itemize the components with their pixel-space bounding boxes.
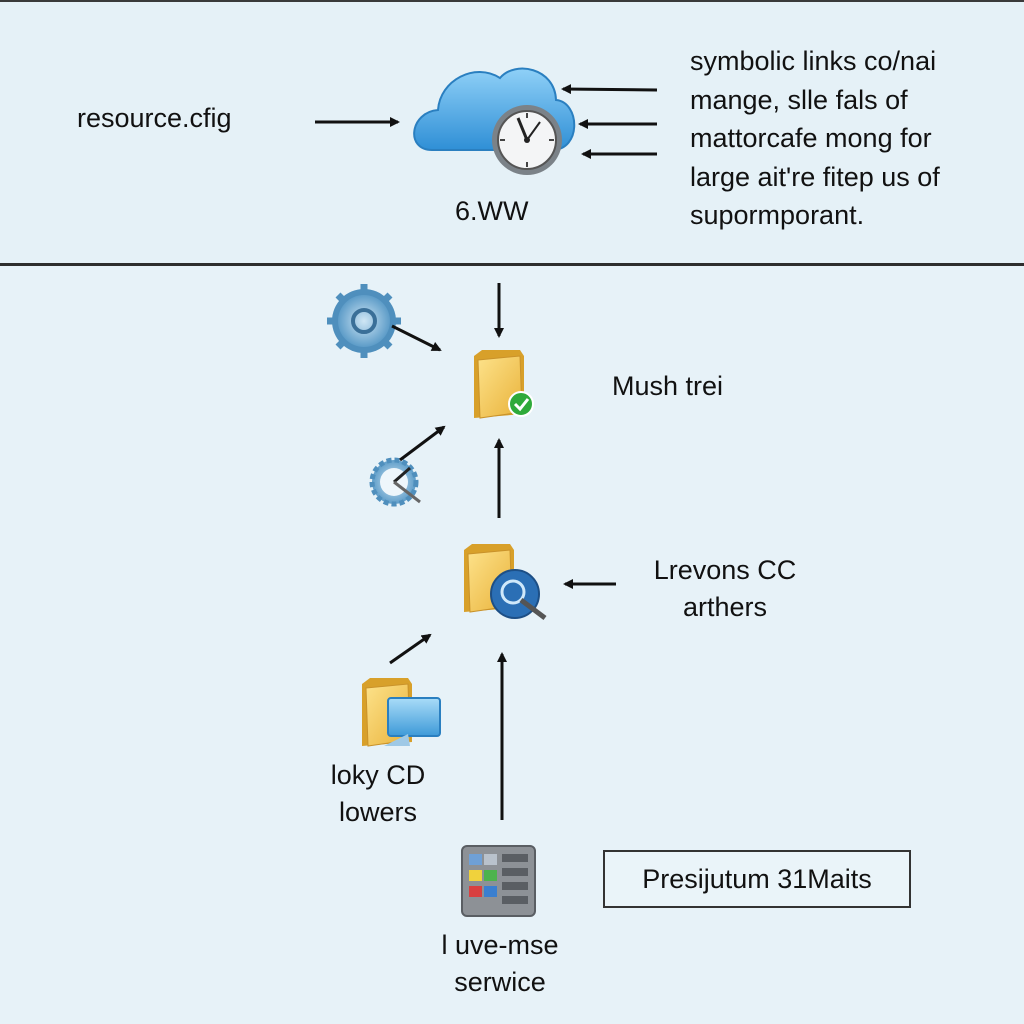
top-note: symbolic links co/nai mange, slle fals o… bbox=[690, 42, 940, 235]
folder-monitor-label-line: lowers bbox=[338, 797, 418, 827]
folder-search-icon bbox=[464, 544, 547, 620]
folder-search-label-line: arthers bbox=[682, 592, 768, 622]
arrow-note-to-cloud-1 bbox=[561, 84, 658, 95]
gear-icon bbox=[327, 284, 401, 358]
arrow-gauge-to-folder-check bbox=[399, 425, 446, 462]
folder-monitor-icon bbox=[362, 678, 441, 747]
note-line: mattorcafe mong for bbox=[690, 123, 932, 153]
note-line: large ait're fitep us of bbox=[690, 161, 940, 192]
legend-box: Presijutum 31Maits bbox=[603, 850, 911, 908]
folder-check-label: Mush trei bbox=[612, 371, 724, 401]
service-label-line: serwice bbox=[454, 967, 546, 997]
note-line: supormporant. bbox=[690, 200, 865, 230]
arrow-folder-monitor-to-folder-search bbox=[389, 633, 432, 665]
legend-box-label: Presijutum 31Maits bbox=[642, 863, 872, 894]
folder-search-label: Lrevons CC arthers bbox=[640, 552, 810, 626]
folder-monitor-label: loky CD lowers bbox=[310, 757, 446, 831]
note-line: mange, slle fals of bbox=[690, 84, 908, 115]
folder-search-label-line: Lrevons CC bbox=[653, 555, 797, 585]
gauge-icon bbox=[369, 457, 421, 507]
cloud-caption: 6.WW bbox=[455, 196, 529, 226]
source-config-label: resource.cfig bbox=[77, 103, 232, 133]
folder-monitor-label-line: loky CD bbox=[330, 760, 426, 790]
service-label-line: l uve-mse bbox=[441, 930, 559, 960]
note-line: symbolic links co/nai bbox=[690, 46, 937, 76]
arrow-gear-to-folder-check bbox=[391, 324, 442, 352]
service-label: l uve-mse serwice bbox=[420, 927, 580, 1001]
folder-check-icon bbox=[474, 350, 534, 419]
clock-icon bbox=[492, 105, 562, 175]
server-rack-icon bbox=[461, 845, 536, 917]
